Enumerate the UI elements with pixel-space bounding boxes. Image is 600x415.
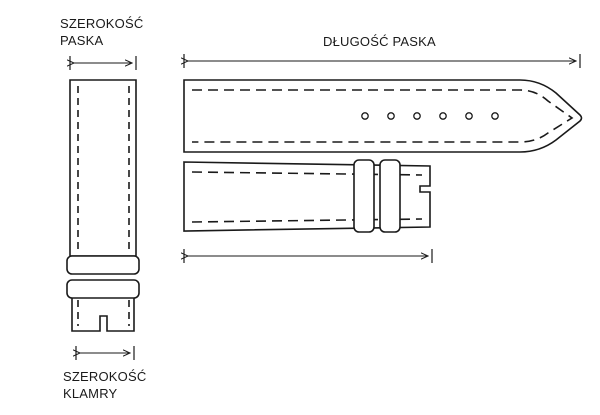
strap-short-stitch	[191, 171, 423, 223]
strap-front-buckle-end	[71, 298, 135, 332]
strap-length-label: DŁUGOŚĆ PASKA	[323, 33, 436, 50]
buckle-width-dimension	[76, 346, 135, 360]
strap-width-label-line2: PASKA	[60, 33, 104, 48]
short-piece-keeper-2	[379, 159, 401, 233]
buckle-width-label-line1: SZEROKOŚĆ	[63, 369, 147, 384]
adjustment-hole-3	[413, 112, 421, 120]
adjustment-hole-2	[387, 112, 395, 120]
strap-front-view	[66, 79, 140, 332]
adjustment-hole-1	[361, 112, 369, 120]
buckle-width-label-line2: KLAMRY	[63, 386, 118, 401]
strap-short-outline	[183, 161, 431, 232]
strap-long-piece	[183, 79, 583, 153]
strap-short-piece	[183, 159, 431, 233]
strap-width-dimension	[70, 56, 137, 70]
strap-long-outline	[183, 79, 583, 153]
strap-width-label: SZEROKOŚĆ PASKA	[60, 15, 143, 49]
strap-front-outline	[69, 79, 137, 257]
adjustment-hole-4	[439, 112, 447, 120]
strap-length-dimension	[184, 54, 581, 68]
short-piece-keeper-1	[353, 159, 375, 233]
strap-length-label-text: DŁUGOŚĆ PASKA	[323, 34, 436, 49]
strap-long-stitch	[192, 89, 574, 143]
adjustment-hole-5	[465, 112, 473, 120]
strap-width-label-line1: SZEROKOŚĆ	[60, 16, 144, 31]
buckle-width-label: SZEROKOŚĆ KLAMRY	[63, 368, 146, 402]
short-piece-length-dimension	[184, 249, 433, 263]
strap-front-keeper-2	[66, 279, 140, 299]
adjustment-hole-6	[491, 112, 499, 120]
strap-front-keeper-1	[66, 255, 140, 275]
